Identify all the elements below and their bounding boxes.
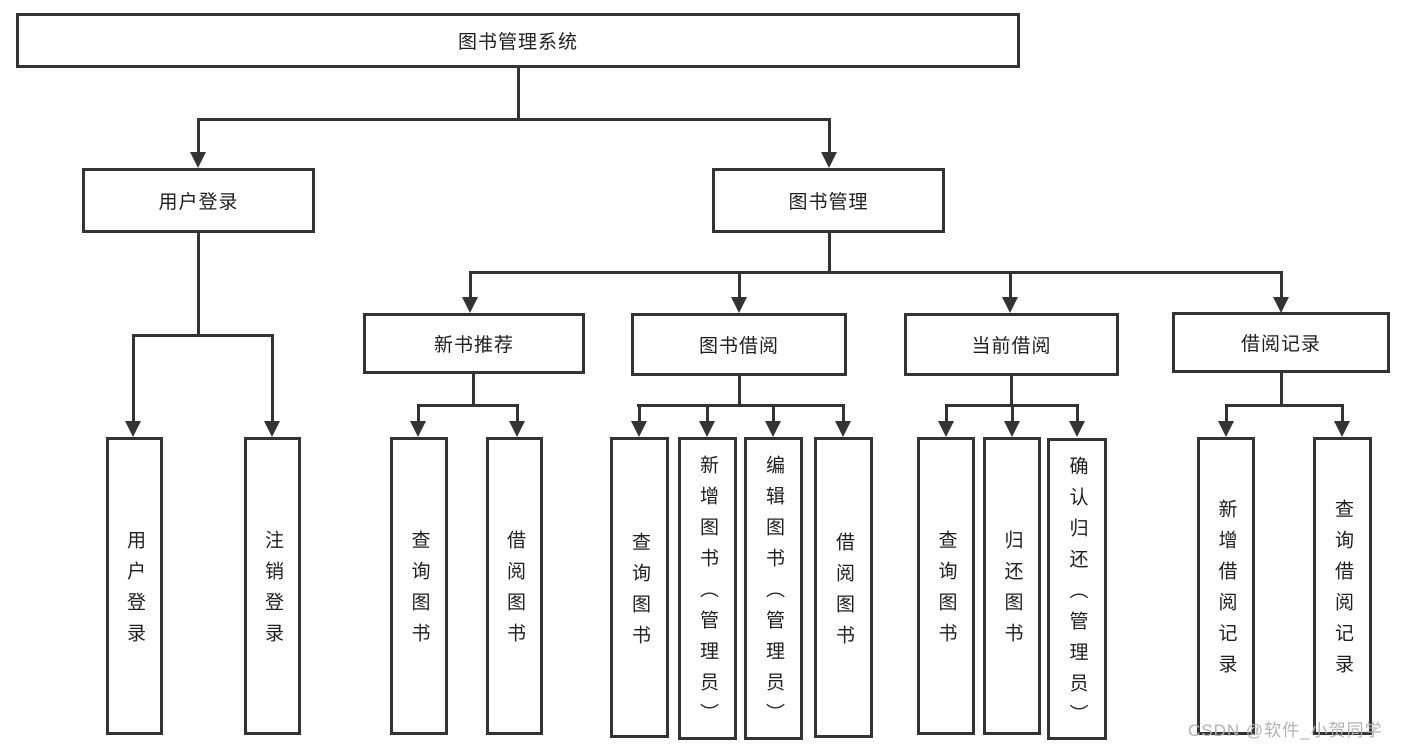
arrowhead-down-icon [938,421,954,437]
arrowhead-down-icon [699,421,715,437]
connector-line [271,334,274,424]
leaf-logout: 注销登录 [244,437,301,735]
node-current-borrow: 当前借阅 [904,313,1119,376]
connector-line [417,404,420,423]
node-label: 图书借阅 [698,336,779,357]
leaf-edit-books-admin: 编辑图书（管理员） [744,437,803,740]
leaf-label: 查询图书 [935,530,957,654]
leaf-query-books-recommend: 查询图书 [390,437,448,735]
leaf-add-borrow-record: 新增借阅记录 [1197,437,1255,735]
arrowhead-down-icon [1334,421,1350,437]
leaf-label: 新增图书（管理员） [697,455,718,734]
leaf-label: 查询借阅记录 [1332,499,1353,685]
connector-line [828,118,831,156]
connector-line [132,334,274,337]
arrowhead-down-icon [264,421,280,437]
connector-line [1280,373,1283,406]
connector-line [828,233,831,273]
arrowhead-down-icon [410,421,426,437]
connector-line [1280,271,1283,299]
connector-line [772,404,775,423]
node-book-borrow: 图书借阅 [631,313,847,376]
leaf-label: 用户登录 [124,530,145,654]
leaf-add-books-admin: 新增图书（管理员） [678,437,737,740]
leaf-label: 注销登录 [262,530,283,654]
arrowhead-down-icon [1002,297,1018,313]
leaf-label: 确认归还（管理员） [1066,455,1088,735]
arrowhead-down-icon [1069,421,1085,437]
connector-line [945,404,948,423]
connector-line [1011,404,1014,423]
node-label: 新书推荐 [433,335,514,356]
arrowhead-down-icon [125,421,141,437]
arrowhead-down-icon [1004,421,1020,437]
connector-line [637,404,843,407]
arrowhead-down-icon [765,421,781,437]
connector-line [469,271,472,299]
arrowhead-down-icon [509,421,525,437]
connector-line [197,118,200,156]
connector-line [738,271,741,299]
node-user-login: 用户登录 [82,168,315,233]
connector-line [472,374,475,406]
connector-line [1225,404,1228,423]
node-borrow-record: 借阅记录 [1172,312,1390,373]
leaf-label: 查询图书 [629,531,650,656]
connector-line [132,334,135,424]
leaf-label: 查询图书 [408,530,430,654]
leaf-label: 新增借阅记录 [1215,499,1237,685]
leaf-confirm-return-admin: 确认归还（管理员） [1047,438,1107,740]
leaf-query-borrow-record: 查询借阅记录 [1313,437,1372,735]
leaf-user-login: 用户登录 [106,437,163,735]
connector-line [706,404,709,423]
arrowhead-down-icon [731,297,747,313]
arrowhead-down-icon [631,421,647,437]
connector-line [842,404,845,423]
leaf-label: 归还图书 [1001,530,1023,654]
connector-line [1076,404,1079,423]
connector-line [197,118,831,121]
node-label: 当前借阅 [971,336,1052,357]
arrowhead-down-icon [190,152,206,168]
arrowhead-down-icon [1273,297,1289,313]
csdn-watermark: CSDN @软件_小贺同学 [1188,721,1383,740]
node-label: 图书管理 [788,192,869,213]
arrowhead-down-icon [1218,421,1234,437]
leaf-borrow-books-recommend: 借阅图书 [486,437,543,735]
connector-line [1341,404,1344,423]
leaf-query-books-current: 查询图书 [917,437,975,735]
connector-line [469,271,1283,274]
leaf-label: 借阅图书 [833,531,854,656]
connector-line [1010,376,1013,406]
connector-line [417,404,519,407]
leaf-label: 编辑图书（管理员） [763,455,784,734]
arrowhead-down-icon [821,152,837,168]
connector-line [516,404,519,423]
connector-line [638,404,641,423]
arrowhead-down-icon [462,297,478,313]
node-book-management: 图书管理 [712,168,945,233]
connector-line [197,233,200,336]
connector-line [1009,271,1012,299]
node-library-management-system: 图书管理系统 [16,13,1020,68]
connector-line [517,68,520,121]
connector-line [1225,404,1343,407]
arrowhead-down-icon [835,421,851,437]
leaf-query-books-borrow: 查询图书 [610,437,669,738]
leaf-borrow-books: 借阅图书 [814,437,873,738]
node-label: 借阅记录 [1240,334,1321,355]
node-label: 图书管理系统 [457,32,578,53]
leaf-label: 借阅图书 [504,530,525,654]
node-new-book-recommend: 新书推荐 [363,313,585,374]
connector-line [738,376,741,406]
leaf-return-books: 归还图书 [983,437,1041,735]
node-label: 用户登录 [158,192,239,213]
